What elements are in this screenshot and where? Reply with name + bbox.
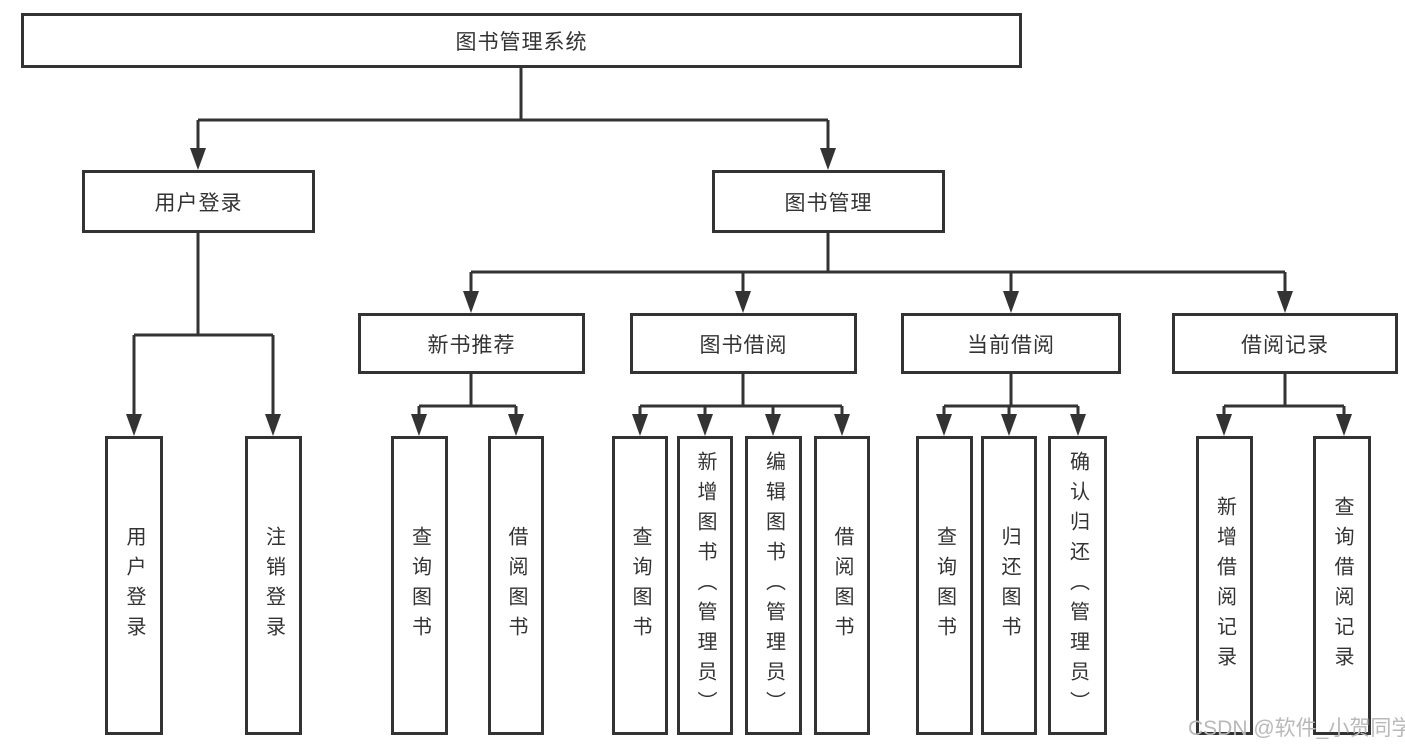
leaf-borrow-books: 借阅图书 xyxy=(814,436,870,735)
connector-user-login-branch xyxy=(132,233,275,416)
connector-book-borrowing-branch xyxy=(638,374,844,417)
leaf-confirm-return-admin-label: 确认归还（管理员） xyxy=(1066,450,1089,721)
leaf-return-books-label: 归还图书 xyxy=(998,525,1020,646)
leaf-query-books-current: 查询图书 xyxy=(916,436,973,735)
node-new-book-recommendation-label: 新书推荐 xyxy=(427,333,516,357)
node-current-borrowing-label: 当前借阅 xyxy=(967,333,1055,357)
node-user-login: 用户登录 xyxy=(82,170,315,233)
watermark: CSDN @软件_小贺同学 xyxy=(1188,717,1405,740)
connector-book-management-branch xyxy=(469,233,1287,293)
leaf-add-borrow-record: 新增借阅记录 xyxy=(1196,436,1253,735)
node-book-management-label: 图书管理 xyxy=(784,191,873,215)
leaf-query-books-recommend-label: 查询图书 xyxy=(408,525,431,646)
node-root-label: 图书管理系统 xyxy=(455,30,588,54)
connector-current-borrowing-branch xyxy=(942,374,1080,417)
leaf-edit-books-admin-label: 编辑图书（管理员） xyxy=(762,450,785,721)
leaf-query-books-recommend: 查询图书 xyxy=(391,436,448,735)
leaf-return-books: 归还图书 xyxy=(981,436,1037,735)
leaf-borrow-books-label: 借阅图书 xyxy=(831,525,853,646)
leaf-user-login-label: 用户登录 xyxy=(123,525,145,646)
leaf-query-borrow-record-label: 查询借阅记录 xyxy=(1331,495,1353,676)
node-borrowing-records: 借阅记录 xyxy=(1172,313,1398,374)
node-book-borrowing-label: 图书借阅 xyxy=(699,333,788,357)
leaf-add-books-admin-label: 新增图书（管理员） xyxy=(694,450,716,721)
leaf-query-books-current-label: 查询图书 xyxy=(933,525,956,646)
leaf-add-borrow-record-label: 新增借阅记录 xyxy=(1213,495,1236,676)
leaf-add-books-admin: 新增图书（管理员） xyxy=(677,436,733,735)
leaf-query-borrow-record: 查询借阅记录 xyxy=(1313,436,1371,735)
connector-root-to-level2 xyxy=(196,68,830,150)
leaf-edit-books-admin: 编辑图书（管理员） xyxy=(745,436,802,735)
leaf-confirm-return-admin: 确认归还（管理员） xyxy=(1048,436,1107,735)
leaf-logout: 注销登录 xyxy=(245,436,302,735)
connector-new-book-branch xyxy=(417,374,518,417)
node-root: 图书管理系统 xyxy=(21,13,1022,68)
node-book-management: 图书管理 xyxy=(712,170,945,233)
leaf-query-books-borrowing-label: 查询图书 xyxy=(629,525,651,646)
node-borrowing-records-label: 借阅记录 xyxy=(1241,333,1329,357)
arrowheads xyxy=(126,148,1352,436)
leaf-user-login: 用户登录 xyxy=(105,436,163,735)
leaf-borrow-books-recommend: 借阅图书 xyxy=(488,436,544,735)
node-new-book-recommendation: 新书推荐 xyxy=(358,313,585,374)
node-user-login-label: 用户登录 xyxy=(154,191,243,215)
connector-borrowing-records-branch xyxy=(1222,374,1346,417)
node-current-borrowing: 当前借阅 xyxy=(901,313,1121,374)
leaf-query-books-borrowing: 查询图书 xyxy=(612,436,668,735)
leaf-logout-label: 注销登录 xyxy=(262,525,285,646)
node-book-borrowing: 图书借阅 xyxy=(630,313,857,374)
leaf-borrow-books-recommend-label: 借阅图书 xyxy=(505,525,527,646)
